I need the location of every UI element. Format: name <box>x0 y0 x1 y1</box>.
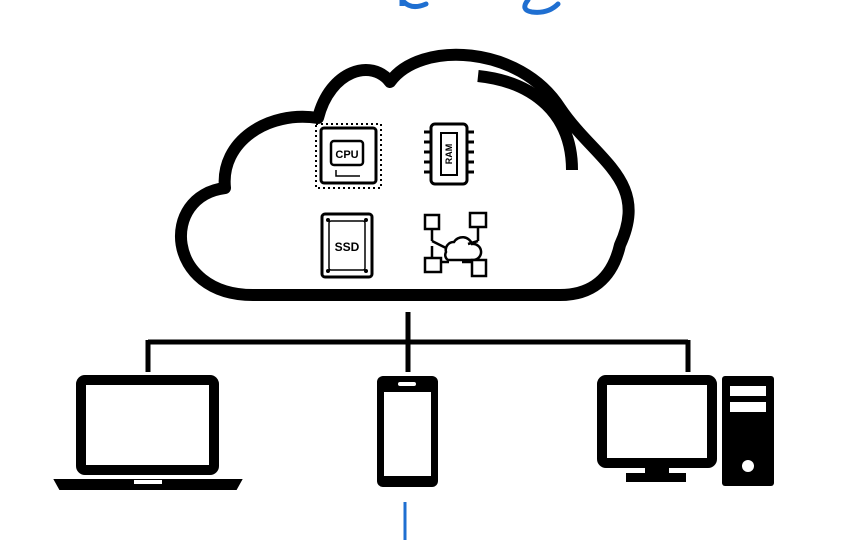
ram-label: RAM <box>444 144 454 165</box>
cpu-label: CPU <box>335 149 358 161</box>
smartphone-icon <box>377 376 438 487</box>
laptop-icon <box>53 375 243 490</box>
ssd-drive-icon: SSD <box>320 212 374 279</box>
cpu-chip-icon: CPU <box>315 123 382 189</box>
connection-lines <box>145 312 691 372</box>
ram-module-icon: RAM <box>424 122 474 186</box>
desktop-computer-icon <box>597 375 774 486</box>
ssd-label: SSD <box>335 240 360 254</box>
network-topology-icon <box>423 211 488 278</box>
title-fragment <box>399 0 561 15</box>
cloud-icon <box>174 48 635 301</box>
